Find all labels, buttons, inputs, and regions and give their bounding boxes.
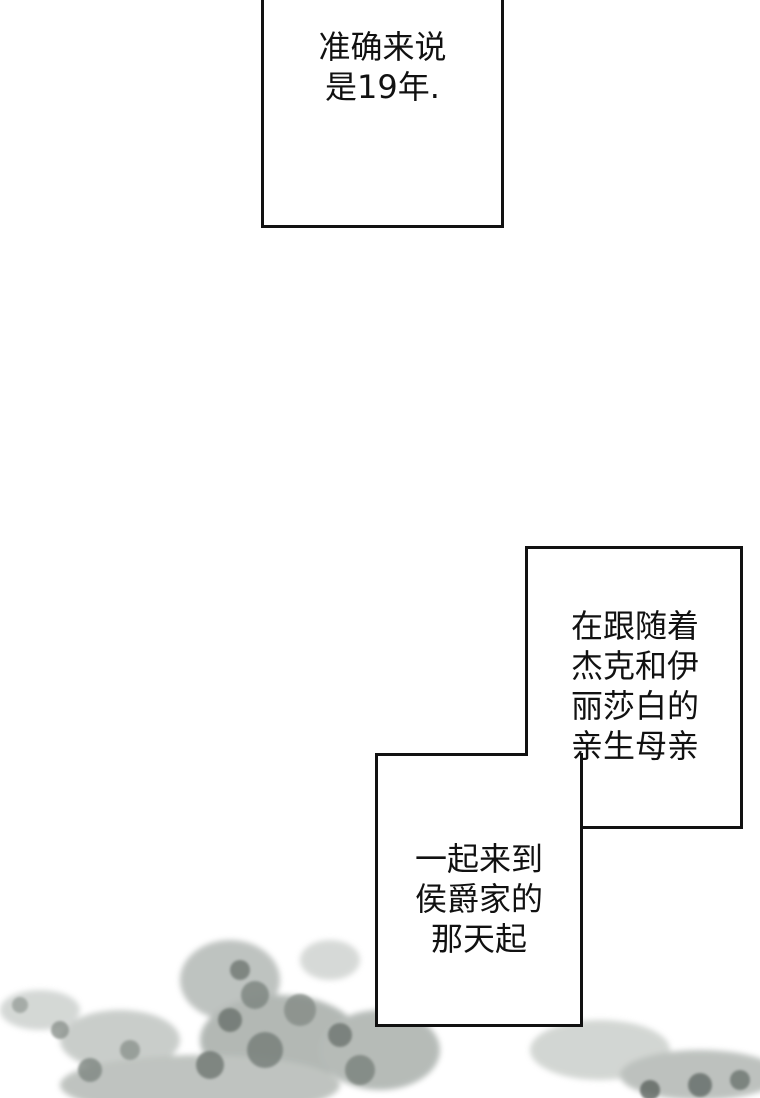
caption-text-2: 在跟随着 杰克和伊 丽莎白的 亲生母亲 xyxy=(570,607,699,765)
caption-text-1: 准确来说 是19年. xyxy=(318,28,447,106)
caption-box-1 xyxy=(261,0,504,228)
cloud-illustration xyxy=(0,940,760,1098)
caption-box-joiner xyxy=(528,752,580,826)
caption-text-3: 一起来到 侯爵家的 那天起 xyxy=(414,840,543,958)
